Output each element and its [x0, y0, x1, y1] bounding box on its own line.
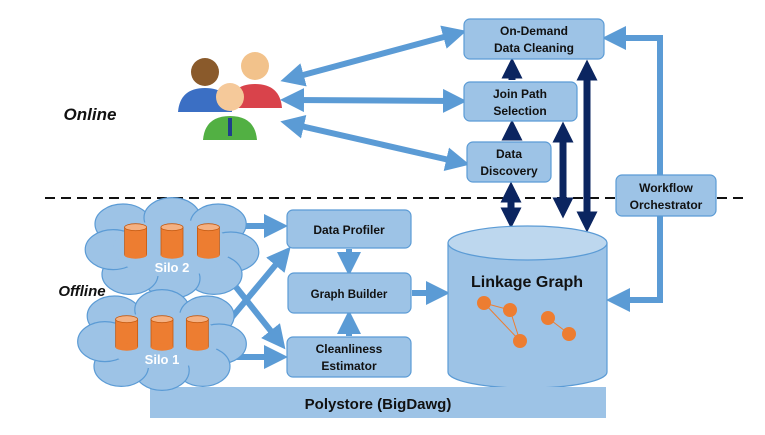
svg-text:Data: Data [496, 147, 522, 161]
on-demand-cleaning-box[interactable]: On-Demand Data Cleaning [463, 18, 605, 60]
svg-text:Data Cleaning: Data Cleaning [494, 41, 574, 55]
polystore-bar[interactable]: Polystore (BigDawg) [150, 387, 606, 418]
svg-text:Estimator: Estimator [321, 359, 377, 373]
silo2-cleanliness-arrow [229, 280, 286, 350]
svg-text:Join Path: Join Path [493, 87, 547, 101]
svg-text:Discovery: Discovery [480, 164, 538, 178]
graph-builder-box[interactable]: Graph Builder [287, 272, 412, 314]
database-icon [160, 223, 184, 259]
svg-text:Graph Builder: Graph Builder [311, 289, 388, 301]
graph-nodes [477, 296, 576, 348]
database-icon [185, 315, 209, 351]
online-label: Online [64, 105, 117, 124]
cleanliness-estimator-box[interactable]: Cleanliness Estimator [286, 336, 412, 378]
database-icon [124, 223, 148, 259]
silo-label: Silo 2 [155, 260, 190, 275]
database-icon [150, 315, 174, 351]
svg-text:Selection: Selection [493, 104, 546, 118]
svg-text:Data Profiler: Data Profiler [313, 223, 385, 237]
database-icon [115, 315, 139, 351]
offline-label: Offline [58, 283, 105, 300]
users-icon [178, 52, 282, 140]
workflow-ondemand-arrow [602, 26, 663, 175]
join-path-selection-box[interactable]: Join Path Selection [463, 81, 578, 122]
silo-2-cloud[interactable]: Silo 2 [84, 197, 260, 299]
linkage-graph-database[interactable]: Linkage Graph [447, 225, 608, 389]
svg-text:Polystore (BigDawg): Polystore (BigDawg) [305, 396, 452, 413]
linkage-graph-label: Linkage Graph [471, 274, 583, 291]
database-icon [196, 223, 220, 259]
silo-label: Silo 1 [145, 352, 180, 367]
svg-text:On-Demand: On-Demand [500, 24, 568, 38]
data-profiler-box[interactable]: Data Profiler [286, 209, 412, 249]
data-discovery-box[interactable]: Data Discovery [466, 141, 552, 183]
users-joinpath-arrow [280, 88, 467, 113]
silo-1-cloud[interactable]: Silo 1 [77, 289, 247, 391]
workflow-orchestrator-box[interactable]: Workflow Orchestrator [615, 174, 717, 217]
users-discovery-arrow [280, 114, 470, 172]
svg-text:Workflow: Workflow [639, 181, 693, 195]
workflow-linkage-arrow [606, 216, 663, 312]
silo1-profiler-arrow [225, 246, 291, 324]
svg-text:Orchestrator: Orchestrator [630, 198, 703, 212]
users-ondemand-arrow [280, 25, 467, 87]
svg-text:Cleanliness: Cleanliness [316, 342, 383, 356]
